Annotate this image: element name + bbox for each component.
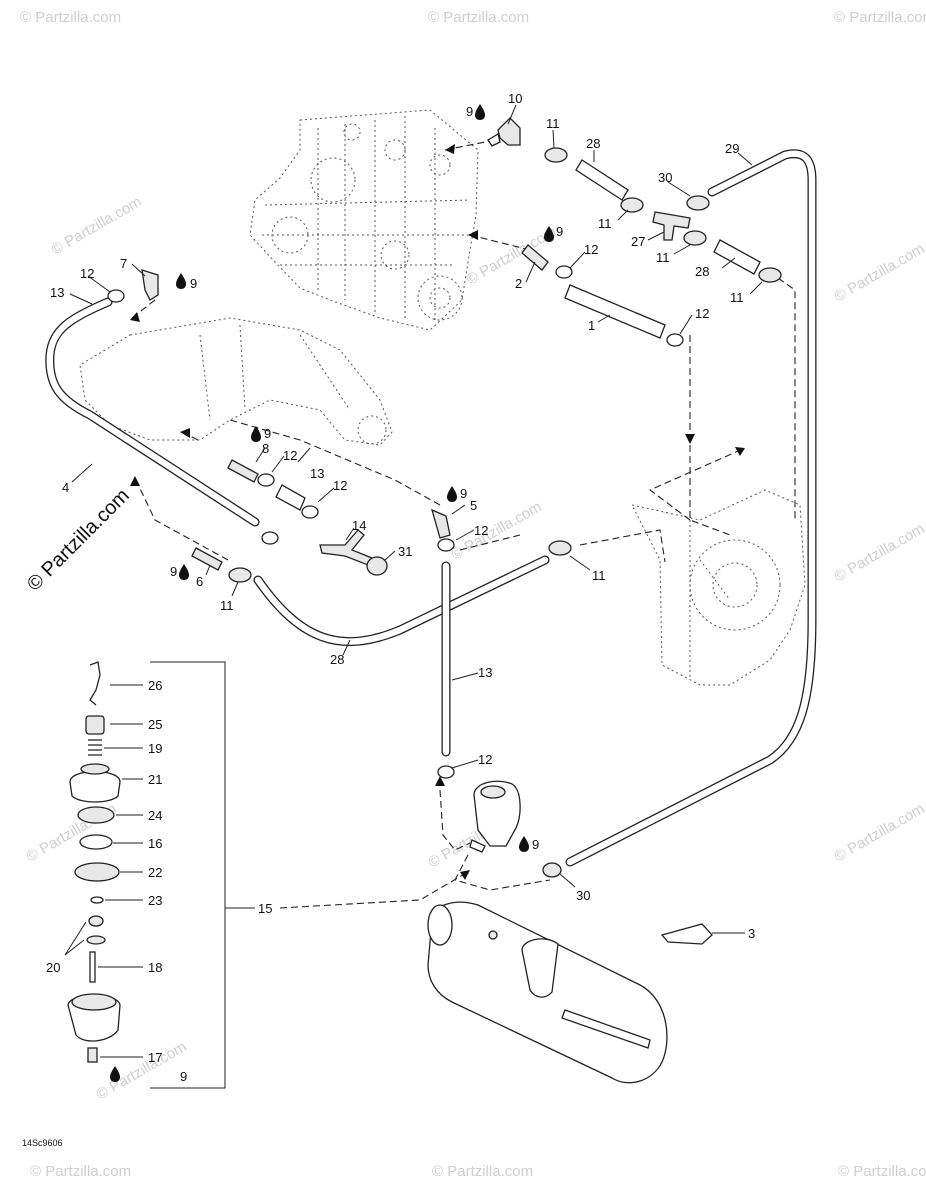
callout-26: 26 [148,678,162,693]
callout-11: 11 [220,598,234,613]
callout-28: 28 [330,652,344,667]
watermark: © Partzilla.com [832,800,926,865]
watermark: © Partzilla.com [832,240,926,305]
callout-6: 6 [196,574,203,589]
watermark: © Partzilla.com [449,498,545,563]
assembly-bracket [150,661,226,1089]
oil-drop-icon [251,426,261,442]
callout-2: 2 [515,276,522,291]
exhaust-pipe-illustration [79,317,393,446]
callout-9: 9 [460,486,467,501]
watermark: © Partzilla.com [432,1163,533,1180]
watermark: © Partzilla.com [832,520,926,585]
callout-1: 1 [588,318,595,333]
callout-16: 16 [148,836,162,851]
callout-13: 13 [50,285,64,300]
callout-11: 11 [598,216,612,231]
callout-27: 27 [631,234,645,249]
callout-18: 18 [148,960,162,975]
callout-11: 11 [656,250,670,265]
callout-15: 15 [258,901,272,916]
callout-21: 21 [148,772,162,787]
oil-drop-icon [475,104,485,120]
callout-12: 12 [474,523,488,538]
callout-31: 31 [398,544,412,559]
callout-14: 14 [352,518,366,533]
watermark: © Partzilla.com [834,9,926,26]
arrowheads [130,144,745,880]
hoses [45,149,817,867]
callout-30: 30 [576,888,590,903]
watermark: © Partzilla.com [94,1038,190,1103]
oil-drop-icon [519,836,529,852]
figure-code: 14Sc9606 [22,1138,63,1148]
oil-drop-icon [179,564,189,580]
callout-labels: 10 9 11 28 29 30 11 27 11 28 11 9 12 2 1… [46,91,755,1084]
watermark: © Partzilla.com [49,193,145,258]
callout-4: 4 [62,480,69,495]
oil-drop-icon [110,1066,120,1082]
muffler-housing-illustration [631,489,806,686]
water-regulator-illustration [469,780,521,853]
callout-8: 8 [262,441,269,456]
watermark: © Partzilla.com [20,9,121,26]
oil-drop-icon [544,226,554,242]
callout-12: 12 [283,448,297,463]
watermark: © Partzilla.com [428,9,529,26]
callout-22: 22 [148,865,162,880]
muffler-illustration [427,901,668,1084]
callout-11: 11 [546,116,560,131]
oil-drop-icon [447,486,457,502]
callout-9: 9 [556,224,563,239]
watermark-prominent: © Partzilla.com [23,485,134,596]
callout-24: 24 [148,808,162,823]
callout-19: 19 [148,741,162,756]
callout-9: 9 [466,104,473,119]
oil-drop-icon [176,273,186,289]
callout-12: 12 [478,752,492,767]
sealant-icons [110,104,554,1082]
callout-9: 9 [190,276,197,291]
callout-25: 25 [148,717,162,732]
watermark: © Partzilla.com [30,1163,131,1180]
callout-12: 12 [333,478,347,493]
callout-13: 13 [478,665,492,680]
engine-block-illustration [249,109,479,331]
callout-12: 12 [584,242,598,257]
callout-17: 17 [148,1050,162,1065]
callout-3: 3 [748,926,755,941]
callout-9: 9 [170,564,177,579]
routing-lines [131,139,796,909]
callout-11: 11 [730,290,744,305]
callout-11: 11 [592,568,606,583]
callout-5: 5 [470,498,477,513]
callout-9: 9 [532,837,539,852]
callout-12: 12 [80,266,94,281]
tube-segments [275,159,761,511]
valve-assembly-exploded [67,661,121,1063]
callout-20: 20 [46,960,60,975]
callout-30: 30 [658,170,672,185]
callout-9: 9 [264,426,271,441]
callout-23: 23 [148,893,162,908]
watermark: © Partzilla.com [838,1163,926,1180]
callout-13: 13 [310,466,324,481]
callout-28: 28 [586,136,600,151]
callout-10: 10 [508,91,522,106]
leader-lines [64,104,763,1058]
callout-9: 9 [180,1069,187,1084]
callout-29: 29 [725,141,739,156]
fittings-and-clamps [107,117,782,945]
callout-7: 7 [120,256,127,271]
callout-28: 28 [695,264,709,279]
callout-12: 12 [695,306,709,321]
